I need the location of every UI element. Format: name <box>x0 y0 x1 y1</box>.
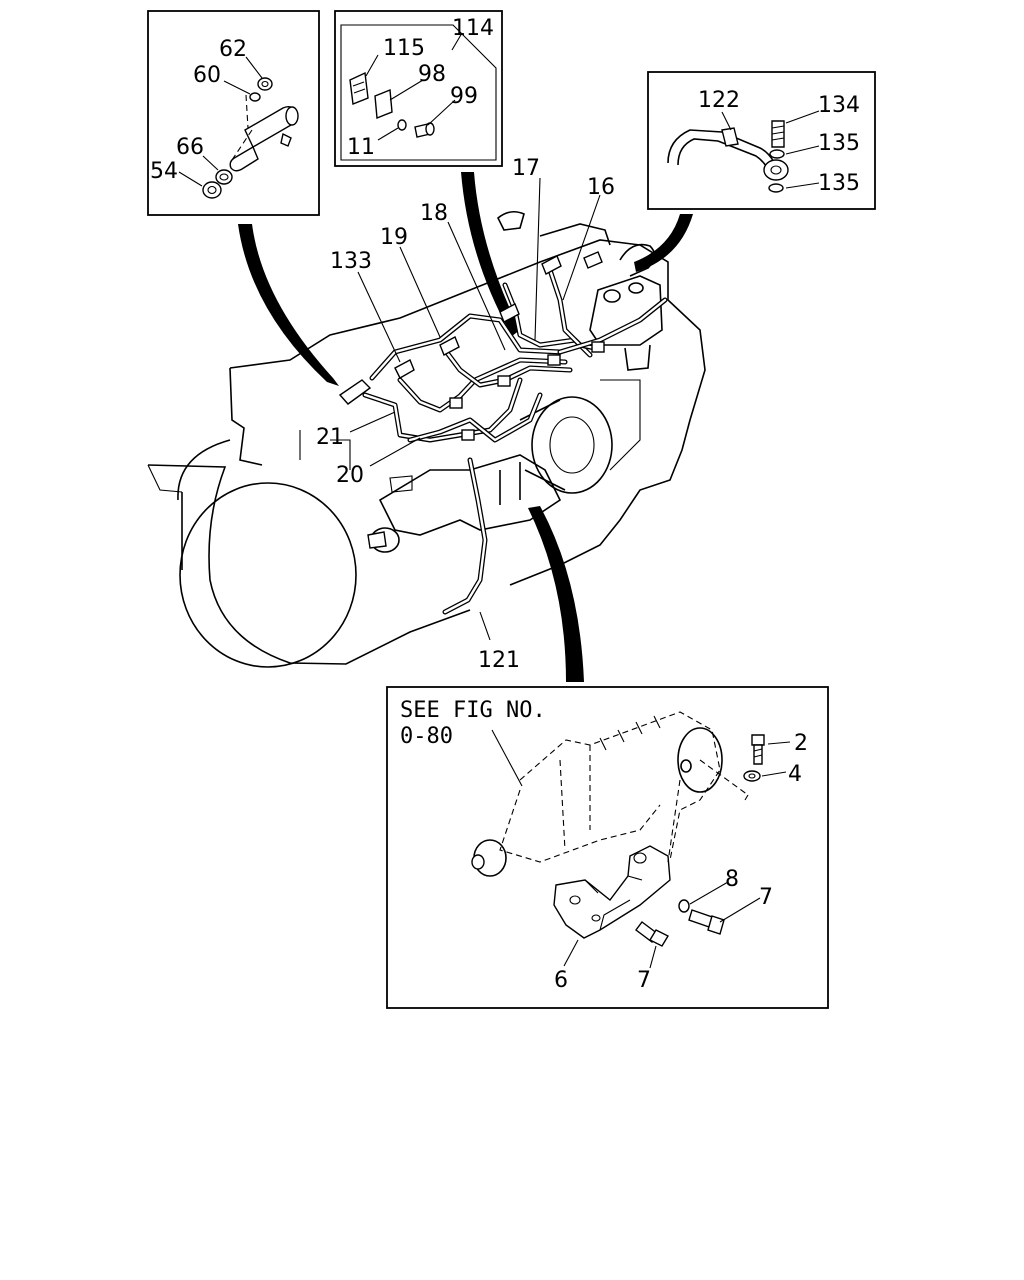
callout-135-upper: 135 <box>818 131 860 156</box>
callout-66: 66 <box>176 135 204 160</box>
callout-4: 4 <box>788 762 802 787</box>
injector-detail-box: 62 60 66 54 <box>147 10 320 216</box>
callout-7-right: 7 <box>759 885 773 910</box>
callout-122: 122 <box>698 88 740 113</box>
callout-98: 98 <box>418 62 446 87</box>
callout-60: 60 <box>193 63 221 88</box>
leader-arrow-hose <box>634 214 693 272</box>
washer-135-upper-icon <box>769 149 785 159</box>
washer-60-icon <box>249 92 261 102</box>
callout-114: 114 <box>452 16 494 41</box>
hose-detail-box: 122 134 135 135 <box>647 71 876 210</box>
callout-62: 62 <box>219 37 247 62</box>
clip-detail-inner-frame <box>340 24 497 161</box>
clip-detail-outer-frame <box>334 10 503 167</box>
hose-detail-frame <box>647 71 876 210</box>
callout-121: 121 <box>478 648 520 673</box>
leader-arrow-injector <box>238 224 339 386</box>
callout-18: 18 <box>420 201 448 226</box>
bolt-7-right-icon <box>688 909 725 935</box>
washer-8-icon <box>678 899 690 913</box>
callout-19: 19 <box>380 225 408 250</box>
washer-4-icon <box>743 770 761 782</box>
eye-bolt-fitting-icon <box>763 159 789 181</box>
callout-133: 133 <box>330 249 372 274</box>
pump-drive-housing-icon <box>519 396 613 494</box>
reference-note-line1: SEE FIG NO. <box>400 698 546 723</box>
nut-62-icon <box>257 77 273 91</box>
engine-block-icon <box>229 210 706 586</box>
clip-detail-box: 114 115 98 99 11 <box>334 10 503 167</box>
injector-nozzle-icons <box>338 251 603 405</box>
pipe-clamp-icons <box>449 341 605 441</box>
callout-16: 16 <box>587 175 615 200</box>
callout-7-lower: 7 <box>637 968 651 993</box>
callout-20: 20 <box>336 463 364 488</box>
detail-leader-arrows <box>238 172 693 682</box>
injector-icon <box>229 94 299 172</box>
fuel-filter-head-icon <box>589 275 663 371</box>
bolt-134-icon <box>771 120 785 148</box>
injection-pipe-bundle <box>338 251 668 615</box>
callout-21: 21 <box>316 425 344 450</box>
clip-115-icon <box>349 71 369 105</box>
pump-bracket-detail-box: SEE FIG NO. 0-80 <box>386 686 829 1009</box>
clamp-98-icon <box>374 89 393 119</box>
seal-66-icon <box>215 169 233 185</box>
callout-11: 11 <box>347 135 375 160</box>
callout-8: 8 <box>725 867 739 892</box>
nut-54-icon <box>202 181 222 199</box>
callout-17: 17 <box>512 156 540 181</box>
leader-arrow-pump <box>528 506 584 682</box>
fuel-pipe-121 <box>442 457 488 615</box>
callout-135-lower: 135 <box>818 171 860 196</box>
bolt-2-icon <box>751 734 765 765</box>
callout-99: 99 <box>450 84 478 109</box>
flywheel-housing-icon <box>147 439 471 668</box>
reference-note-line2: 0-80 <box>400 724 453 749</box>
main-callouts: 17 16 18 19 133 21 20 121 <box>316 156 615 673</box>
reference-injection-pump-icon <box>471 711 723 877</box>
callout-54: 54 <box>150 159 178 184</box>
washer-135-lower-icon <box>768 183 784 193</box>
callout-134: 134 <box>818 93 860 118</box>
callout-2: 2 <box>794 731 808 756</box>
washer-11-icon <box>397 119 407 131</box>
callout-6: 6 <box>554 968 568 993</box>
bolt-7-lower-icon <box>635 921 669 947</box>
injection-pump-icon <box>367 454 562 553</box>
pump-bracket-6-icon <box>553 845 671 939</box>
engine-assembly <box>147 210 706 668</box>
leader-arrow-clip <box>461 172 520 336</box>
callout-115: 115 <box>383 36 425 61</box>
